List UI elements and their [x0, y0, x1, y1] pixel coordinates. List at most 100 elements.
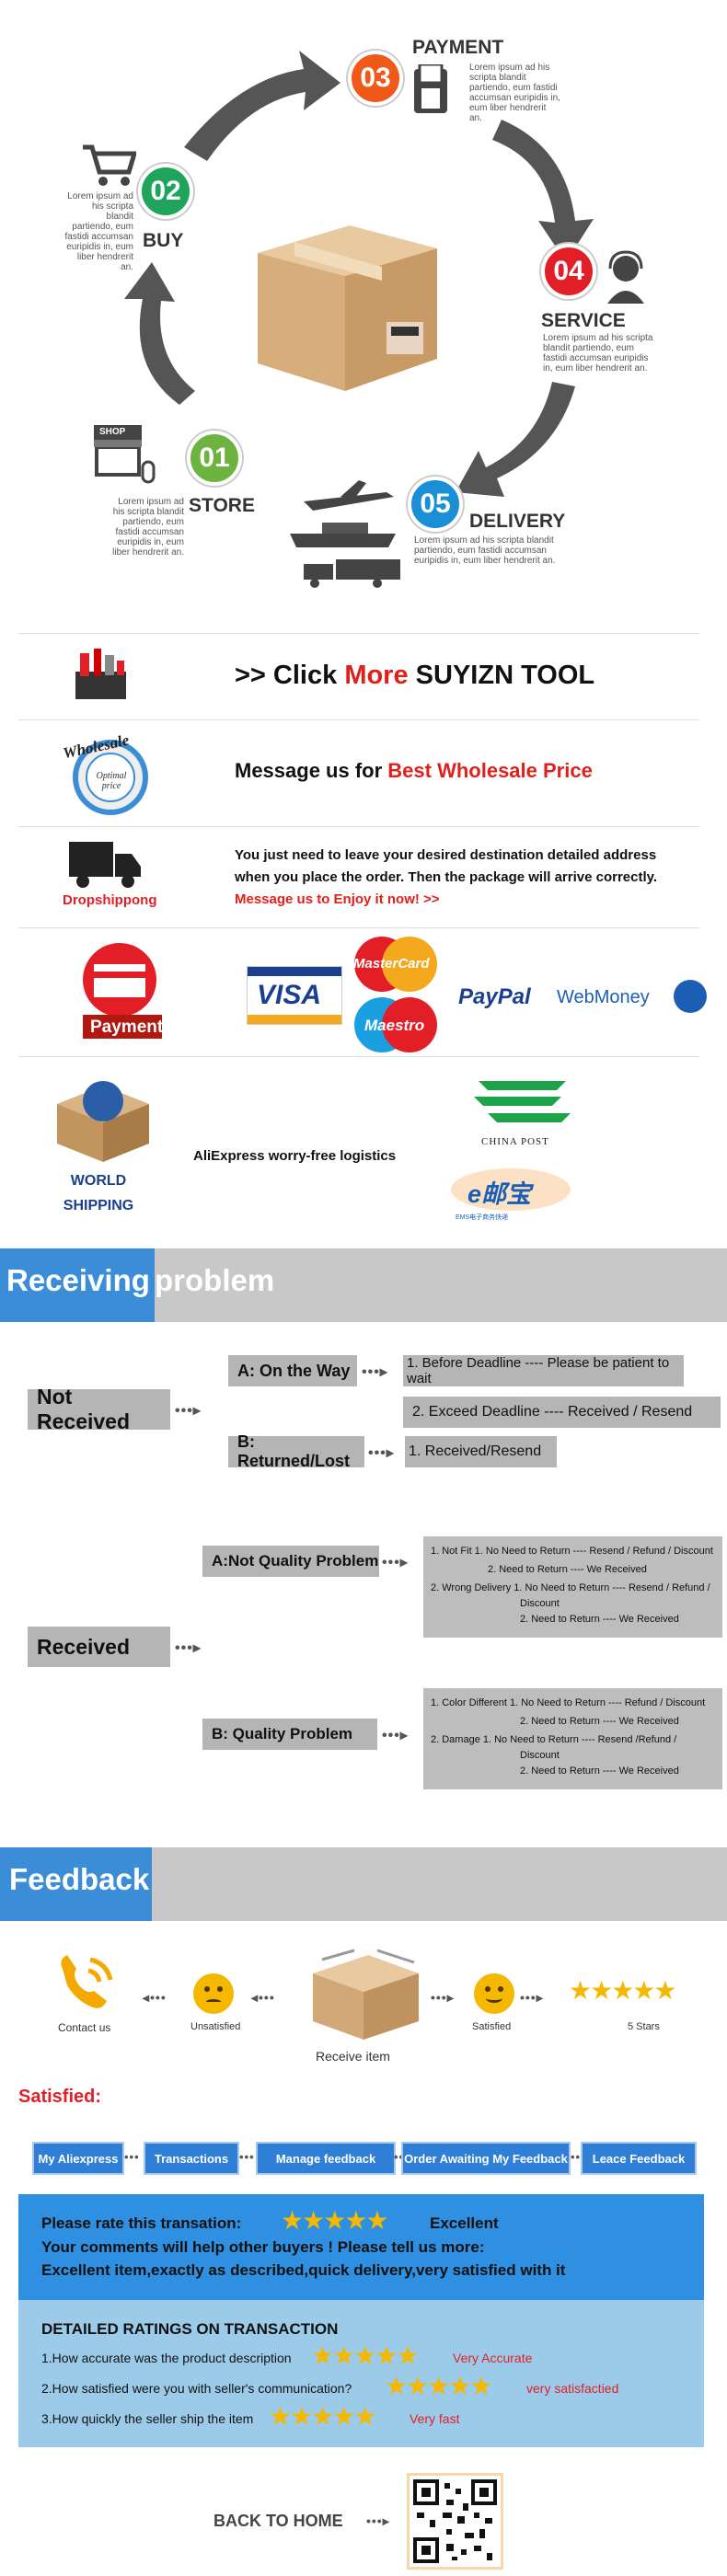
step-text-payment: Lorem ipsum ad his scripta blandit parti… [469, 63, 560, 123]
step-badge-payment: 03 [348, 51, 403, 106]
transport-icon [285, 478, 405, 589]
step-badge-buy: 02 [138, 164, 193, 219]
world-shipping-line-1: WORLD [70, 1173, 127, 1189]
q-line: Discount [520, 1750, 560, 1761]
on-the-way-box: A: On the Way [228, 1355, 357, 1386]
nq-line: 1. Not Fit 1. No Need to Return ---- Res… [431, 1546, 713, 1557]
connector-dots: •••▸ [382, 1555, 409, 1570]
dropship-label: Dropshippong [63, 892, 157, 908]
divider [18, 927, 699, 928]
wholesale-badge-icon: Wholesale Optimal price [55, 727, 166, 819]
step-order-awaiting-feedback[interactable]: Order Awaiting My Feedback [403, 2144, 569, 2173]
rate-value: Excellent [430, 2214, 499, 2232]
logistics-text: AliExpress worry-free logistics [193, 1148, 397, 1164]
payment-label: Payment [90, 1018, 164, 1037]
divider [18, 1056, 699, 1057]
satisfied-label: Satisfied [472, 2021, 512, 2032]
before-deadline-box: 1. Before Deadline ---- Please be patien… [403, 1355, 684, 1386]
exceed-deadline-box: 2. Exceed Deadline ---- Received / Resen… [403, 1397, 721, 1428]
connector-dots: •••▸ [382, 1728, 409, 1743]
rating-answer-2: very satisfactied [526, 2381, 619, 2396]
rating-stars-1[interactable]: ★★★★★ [311, 2341, 420, 2370]
divider [18, 826, 699, 827]
step-text-delivery: Lorem ipsum ad his scripta blandit parti… [414, 535, 556, 566]
shop-icon: SHOP [92, 425, 156, 489]
step-my-aliexpress[interactable]: My Aliexpress [34, 2144, 122, 2173]
step-title-store: STORE [189, 495, 255, 516]
paypal-logo: PayPal [458, 984, 531, 1009]
not-received-box: Not Received [28, 1385, 170, 1433]
webmoney-globe-icon [674, 980, 707, 1013]
arrow-store-to-buy [124, 262, 195, 405]
step-badge-store: 01 [187, 431, 242, 486]
wholesale-badge-sub: Optimal price [96, 771, 127, 791]
comment-line-1: Your comments will help other buyers ! P… [41, 2238, 485, 2256]
connector-dots: •••▸ [366, 2513, 390, 2528]
visa-logo: VISA [247, 966, 342, 1025]
world-shipping-box-icon [48, 1072, 158, 1164]
connector-dots: ••• [571, 2150, 586, 2164]
wholesale-prefix: Message us for [235, 759, 388, 782]
connector-dots: •••▸ [431, 1990, 455, 2005]
world-shipping-label: WORLD SHIPPING [57, 1168, 140, 1218]
receiving-banner: Receiving problem [0, 1248, 727, 1322]
rating-question-3: 3.How quickly the seller ship the item [41, 2411, 254, 2426]
receive-item-box-icon [304, 1946, 423, 2042]
step-badge-service: 04 [541, 244, 596, 299]
feedback-banner: Feedback [0, 1847, 727, 1921]
connector-dots: ◂••• [251, 1990, 275, 2005]
comment-line-2[interactable]: Excellent item,exactly as described,quic… [41, 2261, 566, 2279]
connector-dots: •••▸ [520, 1990, 544, 2005]
step-text-store: Lorem ipsum ad his scripta blandit parti… [112, 497, 184, 558]
payment-card-icon: Payment [55, 938, 175, 1040]
step-badge-delivery: 05 [408, 477, 463, 532]
q-line: 2. Need to Return ---- We Received [520, 1716, 679, 1727]
back-to-home-link[interactable]: BACK TO HOME [213, 2512, 343, 2531]
not-quality-box: A:Not Quality Problem [202, 1546, 379, 1577]
step-transactions[interactable]: Transactions [145, 2144, 237, 2173]
rating-answer-3: Very fast [410, 2411, 460, 2426]
satisfied-title: Satisfied: [18, 2087, 102, 2107]
phone-icon[interactable] [53, 1950, 118, 2019]
q-line: 1. Color Different 1. No Need to Return … [431, 1697, 706, 1708]
dropship-line-1: You just need to leave your desired dest… [235, 847, 657, 863]
step-text-buy: Lorem ipsum ad his scripta blandit parti… [64, 191, 133, 272]
step-leave-feedback[interactable]: Leace Feedback [583, 2144, 695, 2173]
support-agent-icon [603, 250, 649, 305]
mastercard-logo: MasterCard [350, 936, 442, 993]
nq-line: 2. Need to Return ---- We Received [520, 1614, 679, 1625]
rating-panel: Please rate this transation: ★★★★★ Excel… [18, 2194, 704, 2309]
wholesale-message[interactable]: Message us for Best Wholesale Price [235, 759, 593, 783]
received-resend-box: 1. Received/Resend [405, 1436, 557, 1467]
maestro-text: Maestro [364, 1017, 425, 1034]
rating-stars-2[interactable]: ★★★★★ [385, 2372, 493, 2400]
nq-line: 2. Need to Return ---- We Received [488, 1564, 647, 1575]
china-post-text: CHINA POST [481, 1136, 549, 1147]
arrow-service-to-delivery [456, 382, 575, 497]
satisfied-face-icon [474, 1973, 514, 2014]
five-stars-icon: ★★★★★ [569, 1976, 677, 2005]
step-title-service: SERVICE [541, 310, 626, 331]
detailed-ratings-panel: DETAILED RATINGS ON TRANSACTION 1.How ac… [18, 2300, 704, 2447]
dropship-line-3[interactable]: Message us to Enjoy it now! >> [235, 891, 440, 907]
china-post-logo [469, 1076, 572, 1132]
rating-question-1: 1.How accurate was the product descripti… [41, 2351, 292, 2365]
unsatisfied-face-icon [193, 1973, 234, 2014]
step-title-delivery: DELIVERY [469, 511, 566, 532]
qr-code-image[interactable] [407, 2473, 503, 2570]
back-to-home-label: BACK TO HOME [213, 2512, 343, 2530]
quality-details: 1. Color Different 1. No Need to Return … [423, 1688, 722, 1789]
received-box: Received [28, 1627, 170, 1667]
divider [18, 633, 699, 634]
rating-stars-3[interactable]: ★★★★★ [269, 2402, 377, 2431]
world-shipping-line-2: SHIPPING [63, 1198, 134, 1213]
returned-lost-box: B: Returned/Lost [228, 1432, 364, 1470]
rate-stars-icon[interactable]: ★★★★★ [281, 2206, 389, 2235]
receiving-banner-title: Receiving [6, 1263, 150, 1297]
ems-subtext: EMS电子商务快递 [456, 1214, 509, 1221]
click-more-link[interactable]: >> Click More SUYIZN TOOL [235, 661, 594, 691]
ems-logo: e邮宝 [451, 1168, 571, 1211]
contact-us-label[interactable]: Contact us [58, 2021, 111, 2034]
unsatisfied-label: Unsatisfied [190, 2021, 241, 2032]
step-manage-feedback[interactable]: Manage feedback [258, 2144, 394, 2173]
